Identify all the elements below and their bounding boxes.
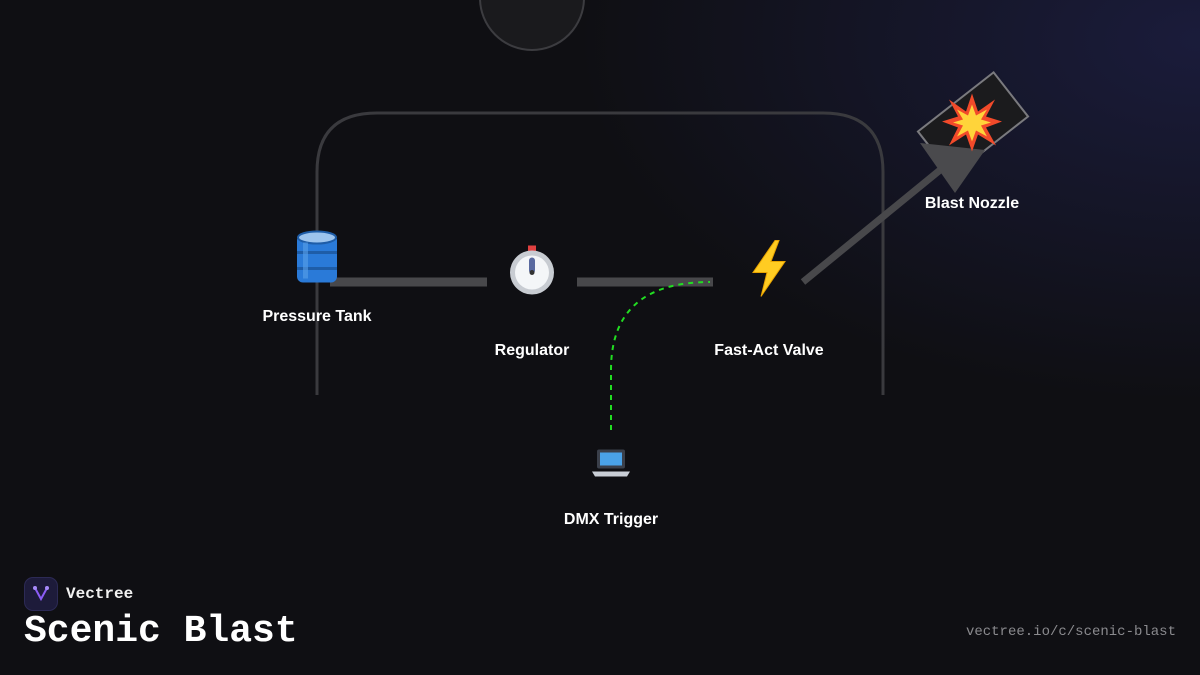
node-label-blast-nozzle: Blast Nozzle: [924, 195, 1020, 212]
nozzle-cone: [920, 143, 985, 193]
node-label-fast-act-valve: Fast-Act Valve: [714, 342, 824, 359]
signal-dmx-valve: [610, 281, 711, 430]
page-title: Scenic Blast: [24, 610, 298, 653]
oil-drum-icon: [295, 230, 339, 290]
node-label-regulator: Regulator: [494, 342, 570, 359]
page-url[interactable]: vectree.io/c/scenic-blast: [965, 624, 1176, 640]
vectree-logo-icon: [24, 577, 58, 611]
pipe-valve-nozzle: [800, 163, 948, 285]
lightning-bolt-icon: [749, 240, 789, 301]
laptop-icon: [590, 448, 632, 481]
node-label-dmx-trigger: DMX Trigger: [563, 511, 659, 528]
timer-clock-icon: [506, 245, 558, 300]
node-label-pressure-tank: Pressure Tank: [262, 308, 372, 325]
brand-name: Vectree: [66, 585, 134, 603]
top-fixture: [479, 0, 585, 51]
brand: Vectree: [24, 577, 133, 611]
collision-burst-icon: [941, 92, 1003, 157]
truss-frame: [315, 111, 885, 395]
